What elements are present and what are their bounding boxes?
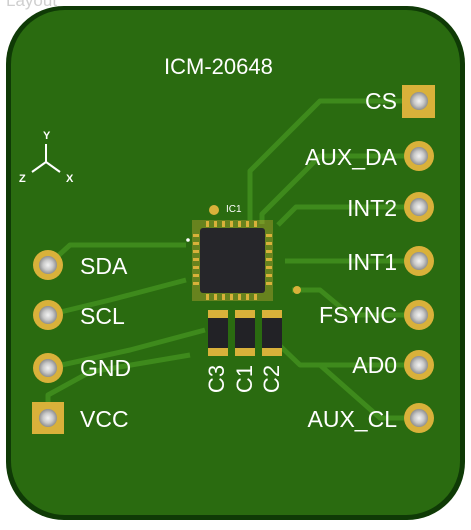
- pin-label-ad0: AD0: [352, 352, 397, 378]
- pin-label-fsync: FSYNC: [319, 302, 397, 328]
- chip-label: IC1: [226, 204, 242, 215]
- axis-z-label: Z: [19, 173, 26, 185]
- axis-y-label: Y: [43, 130, 51, 142]
- axis-x-label: X: [66, 173, 74, 185]
- cap-label-c2: C2: [259, 364, 284, 394]
- pin-label-int1: INT1: [347, 249, 397, 275]
- right-pin-pads: [402, 85, 435, 433]
- ic-footprint: [186, 205, 301, 301]
- pin-label-cs: CS: [365, 88, 397, 114]
- axis-marker: [31, 144, 61, 173]
- pin-label-scl: SCL: [80, 303, 125, 329]
- pin-label-vcc: VCC: [80, 406, 129, 432]
- cap-label-c3: C3: [204, 364, 229, 394]
- cap-label-c1: C1: [232, 364, 257, 394]
- pin-label-sda: SDA: [80, 253, 128, 279]
- pin-label-int2: INT2: [347, 195, 397, 221]
- pin-label-aux-da: AUX_DA: [304, 144, 397, 170]
- ic-chip: [200, 228, 265, 293]
- layout-tab-label: Layout: [6, 0, 58, 10]
- board-title: ICM-20648: [164, 54, 273, 79]
- pin-label-gnd: GND: [80, 355, 132, 381]
- capacitors: [208, 310, 282, 356]
- pin-label-aux-cl: AUX_CL: [307, 406, 397, 432]
- left-pin-pads: [32, 250, 64, 434]
